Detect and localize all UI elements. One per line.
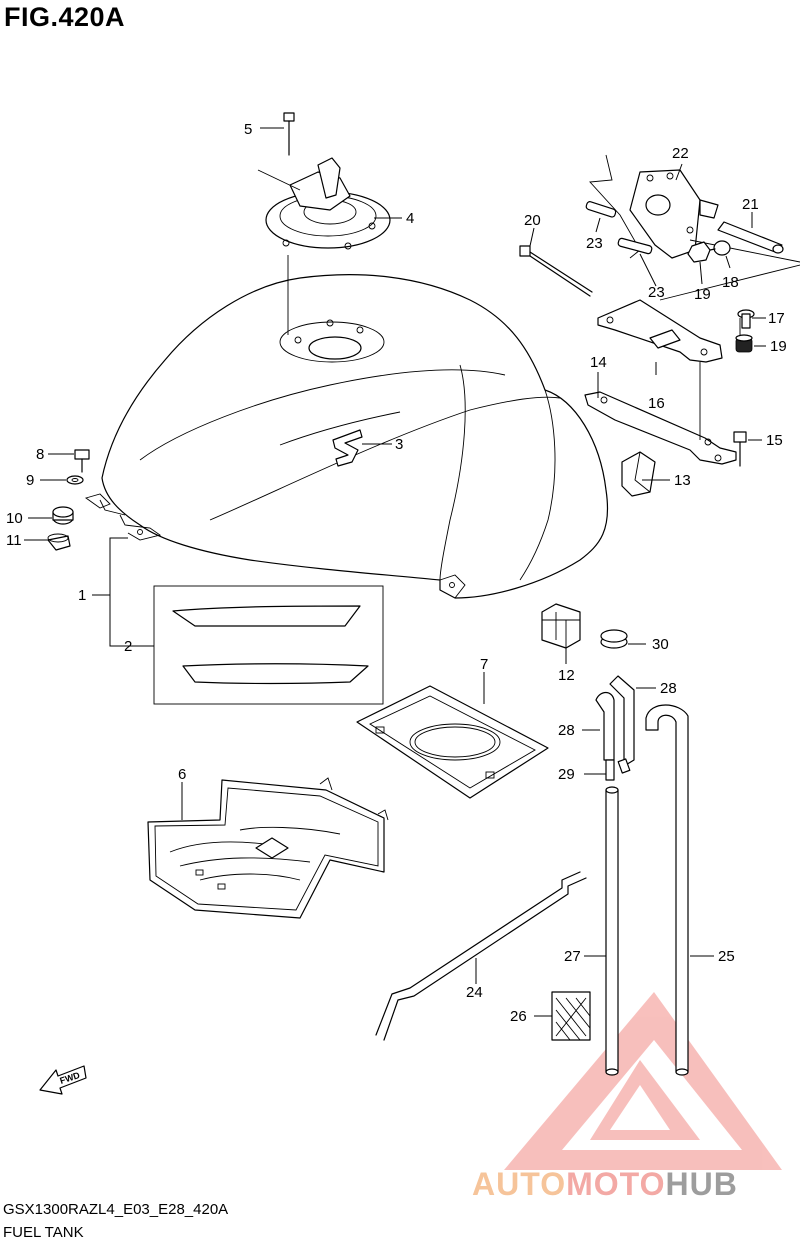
callout-27: 27 xyxy=(564,948,581,965)
pipe-21 xyxy=(717,221,784,254)
watermark-moto: MOTO xyxy=(566,1166,666,1202)
callout-11: 11 xyxy=(6,532,22,549)
mounting-bracket-14 xyxy=(584,391,737,465)
drain-hose-24 xyxy=(375,871,587,1041)
rear-bracket-22 xyxy=(589,154,800,301)
callout-23-upper: 23 xyxy=(586,235,603,252)
joint-29 xyxy=(605,758,631,781)
callout-4: 4 xyxy=(406,210,414,227)
cushion-13 xyxy=(621,451,656,497)
fuel-tank xyxy=(99,274,609,599)
callout-10: 10 xyxy=(6,510,23,527)
callout-9: 9 xyxy=(26,472,34,489)
callout-15: 15 xyxy=(766,432,783,449)
callout-24: 24 xyxy=(466,984,483,1001)
hose-28-lower xyxy=(595,691,615,761)
callout-25: 25 xyxy=(718,948,735,965)
callout-17: 17 xyxy=(768,310,785,327)
callout-13: 13 xyxy=(674,472,691,489)
callout-20: 20 xyxy=(524,212,541,229)
nut-19-upper xyxy=(687,241,711,263)
bolt-18 xyxy=(709,240,731,256)
cap-bolt xyxy=(283,112,295,335)
watermark-hub: HUB xyxy=(665,1166,738,1202)
callout-5: 5 xyxy=(244,121,252,138)
figure-title: FIG.420A xyxy=(4,2,126,32)
tank-bracket-left xyxy=(84,493,111,509)
callout-28-lower: 28 xyxy=(558,722,575,739)
callout-3: 3 xyxy=(395,436,403,453)
bolt-8 xyxy=(74,449,90,473)
heat-shield-6 xyxy=(147,777,389,919)
callout-19-upper: 19 xyxy=(694,286,711,303)
callout-29: 29 xyxy=(558,766,575,783)
callout-30: 30 xyxy=(652,636,669,653)
callout-14: 14 xyxy=(590,354,607,371)
emblem xyxy=(332,429,363,467)
cover-box-2 xyxy=(153,585,384,705)
fwd-arrow: FWD xyxy=(39,1065,87,1095)
bolt-20 xyxy=(519,245,593,297)
callout-2: 2 xyxy=(124,638,132,655)
callout-21: 21 xyxy=(742,196,759,213)
leader-lines xyxy=(24,127,766,1017)
hose-25 xyxy=(645,704,689,1076)
hose-28-upper xyxy=(609,675,635,767)
hose-27 xyxy=(605,786,619,1076)
pad-26 xyxy=(551,991,591,1041)
callout-18: 18 xyxy=(722,274,739,291)
watermark-auto: AUTO xyxy=(472,1166,567,1202)
callout-labels: 5 4 3 8 9 10 11 1 2 7 6 13 14 16 15 17 1… xyxy=(6,121,787,1025)
collar-30 xyxy=(600,629,628,649)
callout-6: 6 xyxy=(178,766,186,783)
screw-17 xyxy=(737,309,755,329)
collar-11 xyxy=(47,533,71,551)
bolt-15 xyxy=(733,431,747,467)
callout-28-upper: 28 xyxy=(660,680,677,697)
callout-8: 8 xyxy=(36,446,44,463)
callout-1: 1 xyxy=(78,587,86,604)
fuel-cap xyxy=(257,157,391,250)
callout-26: 26 xyxy=(510,1008,527,1025)
watermark-text: AUTOMOTOHUB xyxy=(472,1166,738,1203)
callout-16: 16 xyxy=(648,395,665,412)
washer-9 xyxy=(66,475,84,485)
cushion-10 xyxy=(52,506,74,525)
callout-7: 7 xyxy=(480,656,488,673)
callout-19-lower: 19 xyxy=(770,338,787,355)
callout-22: 22 xyxy=(672,145,689,162)
model-code: GSX1300RAZL4_E03_E28_420A xyxy=(3,1201,229,1218)
bracket-16 xyxy=(597,299,741,440)
watermark-logo xyxy=(504,992,782,1170)
figure-name: FUEL TANK xyxy=(3,1224,84,1241)
cushion-12 xyxy=(541,603,581,649)
nut-19-lower xyxy=(735,334,753,353)
insulator-7 xyxy=(356,685,549,799)
callout-23-lower: 23 xyxy=(648,284,665,301)
callout-12: 12 xyxy=(558,667,575,684)
rubber-23 xyxy=(585,201,653,255)
